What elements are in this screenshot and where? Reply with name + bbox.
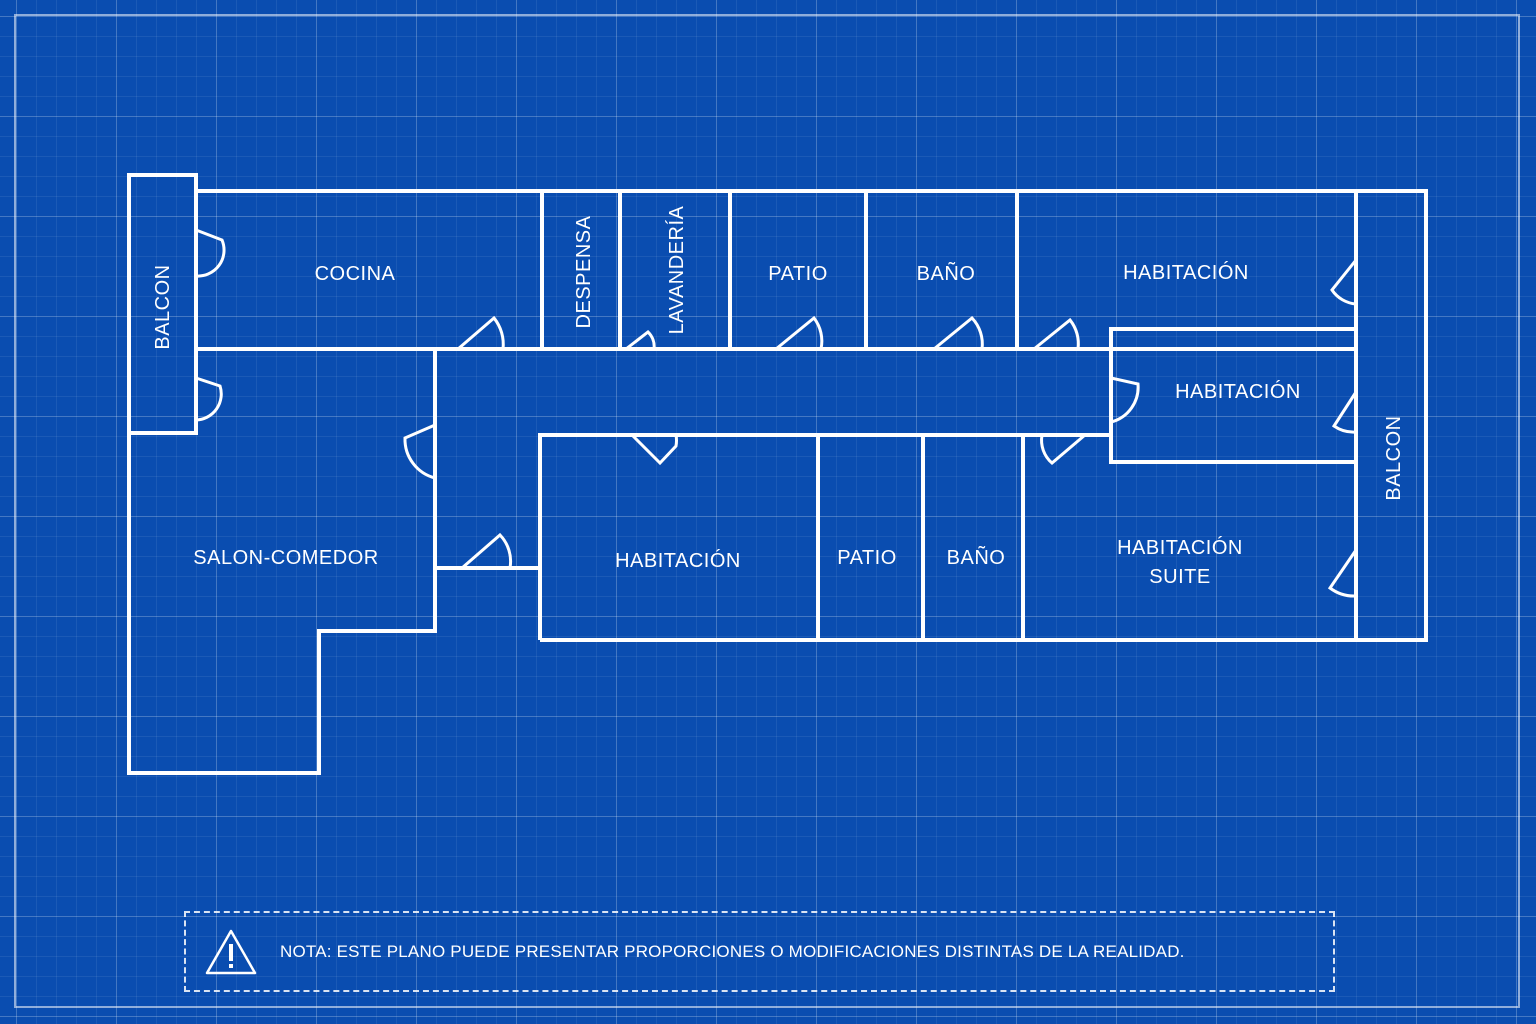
label-bano-bottom: BAÑO	[947, 545, 1006, 569]
door-habitacion-top	[1033, 317, 1080, 351]
label-balcon-right: BALCON	[1383, 415, 1405, 500]
room-labels: BALCON COCINA DESPENSA LAVANDERÍA PATIO …	[152, 205, 1405, 588]
door-patio-top	[775, 315, 824, 351]
door-corridor-habitacion-bottom	[461, 532, 513, 570]
note-box: NOTA: ESTE PLANO PUEDE PRESENTAR PROPORC…	[184, 911, 1335, 992]
label-habitacion-bottom: HABITACIÓN	[615, 549, 741, 572]
door-habitacion-bottom	[630, 433, 679, 466]
label-habitacion-mid: HABITACIÓN	[1175, 380, 1301, 403]
door-habitacion-mid	[1110, 376, 1140, 424]
door-habitacion-mid-balcon	[1331, 391, 1358, 434]
label-lavanderia: LAVANDERÍA	[665, 205, 688, 334]
wall-salon	[127, 349, 437, 775]
door-salon-balcon	[195, 376, 223, 422]
label-cocina: COCINA	[315, 263, 396, 285]
label-suite-line2: SUITE	[1149, 566, 1210, 588]
doors	[195, 228, 1358, 598]
label-patio-top: PATIO	[768, 263, 828, 285]
wall-habitacion-mid	[1109, 327, 1358, 464]
walls	[127, 173, 1428, 775]
label-despensa: DESPENSA	[573, 215, 595, 328]
door-salon-corridor	[403, 423, 436, 480]
label-habitacion-top: HABITACIÓN	[1123, 261, 1249, 284]
label-bano-top: BAÑO	[917, 261, 976, 285]
door-habitacion-top-balcon	[1330, 259, 1358, 306]
blueprint-frame	[14, 14, 1520, 1008]
warning-icon	[205, 929, 257, 974]
wall-bottom-wing-top	[538, 433, 1111, 640]
label-salon-comedor: SALON-COMEDOR	[193, 547, 378, 569]
label-balcon-left: BALCON	[152, 264, 174, 349]
note-text: NOTA: ESTE PLANO PUEDE PRESENTAR PROPORC…	[280, 941, 1185, 961]
door-suite-balcon	[1327, 549, 1358, 598]
door-suite	[1040, 433, 1086, 465]
label-patio-bottom: PATIO	[837, 547, 897, 569]
door-cocina-balcon	[195, 228, 226, 278]
door-cocina	[457, 315, 505, 351]
door-bano-top	[933, 315, 984, 351]
door-lavanderia	[625, 330, 656, 351]
label-suite-line1: HABITACIÓN	[1117, 536, 1243, 559]
